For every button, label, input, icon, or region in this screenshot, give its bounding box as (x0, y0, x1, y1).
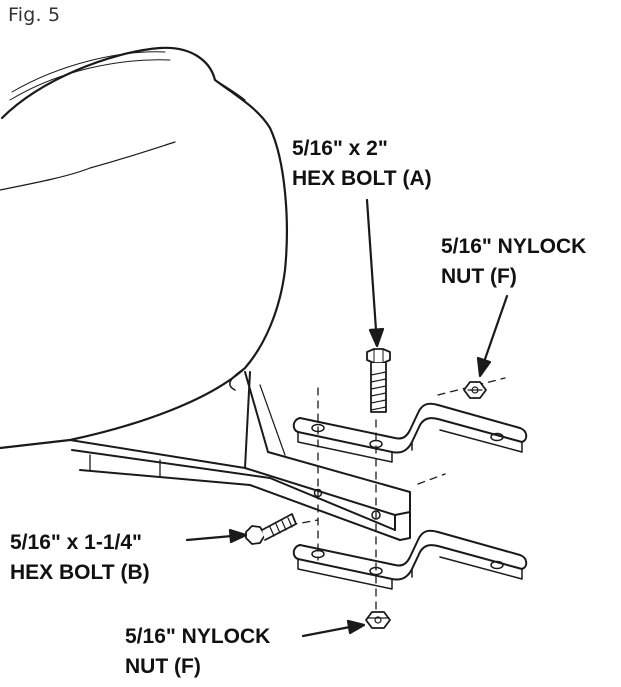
callout-line-2: HEX BOLT (B) (10, 561, 150, 584)
callout-line-2: NUT (F) (125, 655, 201, 678)
callout-nylock-nut-bottom: 5/16" NYLOCK NUT (F) (125, 622, 270, 682)
nylock-nut-bottom (365, 611, 391, 629)
hex-bolt-a (366, 348, 391, 413)
lower-u-bracket (292, 529, 528, 590)
callout-line-2: NUT (F) (441, 265, 517, 288)
keel-bracket (69, 371, 411, 541)
callout-hex-bolt-a: 5/16" x 2" HEX BOLT (A) (292, 134, 432, 194)
callout-hex-bolt-b: 5/16" x 1-1/4" HEX BOLT (B) (10, 528, 150, 588)
hex-bolt-b (245, 513, 297, 545)
callout-line-1: 5/16" NYLOCK (125, 625, 271, 648)
callout-line-1: 5/16" x 1-1/4" (10, 531, 142, 554)
callout-nylock-nut-top: 5/16" NYLOCK NUT (F) (441, 232, 586, 292)
callout-line-1: 5/16" NYLOCK (441, 235, 587, 258)
figure-label: Fig. 5 (8, 4, 61, 26)
callout-line-2: HEX BOLT (A) (292, 167, 432, 190)
boat-hull (0, 46, 288, 450)
leader-arrows (185, 198, 509, 638)
upper-u-bracket (292, 402, 528, 463)
callout-line-1: 5/16" x 2" (292, 137, 388, 160)
nylock-nut-top (463, 381, 487, 399)
